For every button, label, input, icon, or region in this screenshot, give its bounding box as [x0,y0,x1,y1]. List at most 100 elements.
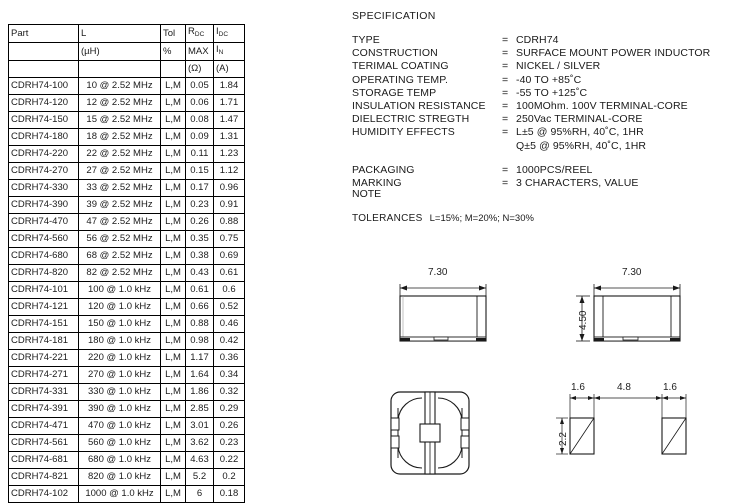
cell-rdc: 0.43 [185,264,214,282]
header-tolerance: Tol [160,24,186,43]
cell-rdc: 2.85 [185,400,214,418]
cell-rdc: 0.61 [185,281,214,299]
spec-equals-sign: = [502,163,509,176]
cell-idc: 0.29 [213,400,245,418]
cell-inductance: 270 @ 1.0 kHz [78,366,161,384]
cell-idc: 0.36 [213,349,245,367]
cell-idc: 0.18 [213,485,245,503]
cell-rdc: 0.88 [185,315,214,333]
spec-row: MARKING=3 CHARACTERS, VALUE [352,177,737,190]
cell-inductance: 180 @ 1.0 kHz [78,332,161,350]
spec-label: PACKAGING [352,163,415,176]
specification-title: SPECIFICATION [352,10,436,22]
spec-row: PACKAGING=1000PCS/REEL [352,164,737,177]
table-header-row-1: Part L Tol RDC IDC [8,24,245,43]
land-pad-right-dim: 1.6 [663,382,677,393]
cell-part: CDRH74-820 [8,264,79,282]
cell-part: CDRH74-821 [8,468,79,486]
cell-part: CDRH74-271 [8,366,79,384]
spec-label: TERIMAL COATING [352,60,449,73]
spec-value: -40 TO +85˚C [516,73,582,86]
cell-part: CDRH74-100 [8,77,79,95]
spec-label: INSULATION RESISTANCE [352,99,486,112]
spec-value: CDRH74 [516,34,559,46]
cell-idc: 0.75 [213,230,245,248]
cell-tolerance: L,M [160,485,186,503]
cell-tolerance: L,M [160,179,186,197]
inductor-parameter-table: Part L Tol RDC IDC (µH) % MAX IN (Ω) (A)… [8,24,245,503]
cell-idc: 0.52 [213,298,245,316]
cell-rdc: 1.17 [185,349,214,367]
cell-rdc: 0.17 [185,179,214,197]
table-header-row-2: (µH) % MAX IN [8,42,245,61]
cell-rdc: 0.09 [185,128,214,146]
spec-row: CONSTRUCTION=SURFACE MOUNT POWER INDUCTO… [352,47,737,60]
spec-equals-sign: = [502,99,509,112]
cell-idc: 0.26 [213,417,245,435]
cell-part: CDRH74-330 [8,179,79,197]
cell-idc: 1.47 [213,111,245,129]
land-pad-left-dim: 1.6 [571,382,585,393]
cell-part: CDRH74-390 [8,196,79,214]
cell-tolerance: L,M [160,77,186,95]
cell-inductance: 680 @ 1.0 kHz [78,451,161,469]
cell-rdc: 4.63 [185,451,214,469]
cell-part: CDRH74-101 [8,281,79,299]
header-part: Part [8,24,79,43]
spec-row: STORAGE TEMP=-55 TO +125˚C [352,87,737,100]
cell-rdc: 3.01 [185,417,214,435]
cell-rdc: 0.05 [185,77,214,95]
cell-tolerance: L,M [160,162,186,180]
spec-value: SURFACE MOUNT POWER INDUCTOR [516,47,711,60]
cell-inductance: 120 @ 1.0 kHz [78,298,161,316]
cell-idc: 0.91 [213,196,245,214]
spec-label-spacer [352,140,502,153]
cell-inductance: 18 @ 2.52 MHz [78,128,161,146]
cell-tolerance: L,M [160,247,186,265]
cell-inductance: 390 @ 1.0 kHz [78,400,161,418]
cell-tolerance: L,M [160,417,186,435]
cell-tolerance: L,M [160,145,186,163]
spec-group-divider [352,153,737,164]
cell-inductance: 1000 @ 1.0 kHz [78,485,161,503]
cell-idc: 1.71 [213,94,245,112]
cell-part: CDRH74-391 [8,400,79,418]
header-idc-unit: (A) [213,60,245,78]
tolerances-value: L=15%; M=20%; N=30% [429,213,534,224]
cell-idc: 0.46 [213,315,245,333]
cell-idc: 1.31 [213,128,245,146]
cell-part: CDRH74-681 [8,451,79,469]
cell-rdc: 1.64 [185,366,214,384]
spec-row: HUMIDITY EFFECTS=L±5 @ 95%RH, 40˚C, 1HR [352,126,737,139]
spec-label: STORAGE TEMP [352,86,437,99]
cell-idc: 0.88 [213,213,245,231]
cell-part: CDRH74-470 [8,213,79,231]
header-rdc-symbol: R [188,26,195,37]
header-inductance-blank [78,60,161,78]
side-view-1-svg [399,284,487,342]
cell-part: CDRH74-180 [8,128,79,146]
cell-rdc: 3.62 [185,434,214,452]
tolerances-label: TOLERANCES [352,213,423,224]
spec-equals-sign: = [502,73,509,86]
cell-tolerance: L,M [160,298,186,316]
header-idc-subscript: DC [218,31,229,38]
cell-inductance: 22 @ 2.52 MHz [78,145,161,163]
cell-inductance: 100 @ 1.0 kHz [78,281,161,299]
spec-label: HUMIDITY EFFECTS [352,126,455,139]
spec-row-humidity-continued: Q±5 @ 95%RH, 40˚C, 1HR [352,140,737,153]
cell-rdc: 6 [185,485,214,503]
cell-rdc: 0.06 [185,94,214,112]
spec-row: INSULATION RESISTANCE=100MOhm. 100V TERM… [352,100,737,113]
spec-equals-sign: = [502,86,509,99]
drawing-land-pattern: 1.6 4.8 1.6 2.2 [552,378,727,483]
